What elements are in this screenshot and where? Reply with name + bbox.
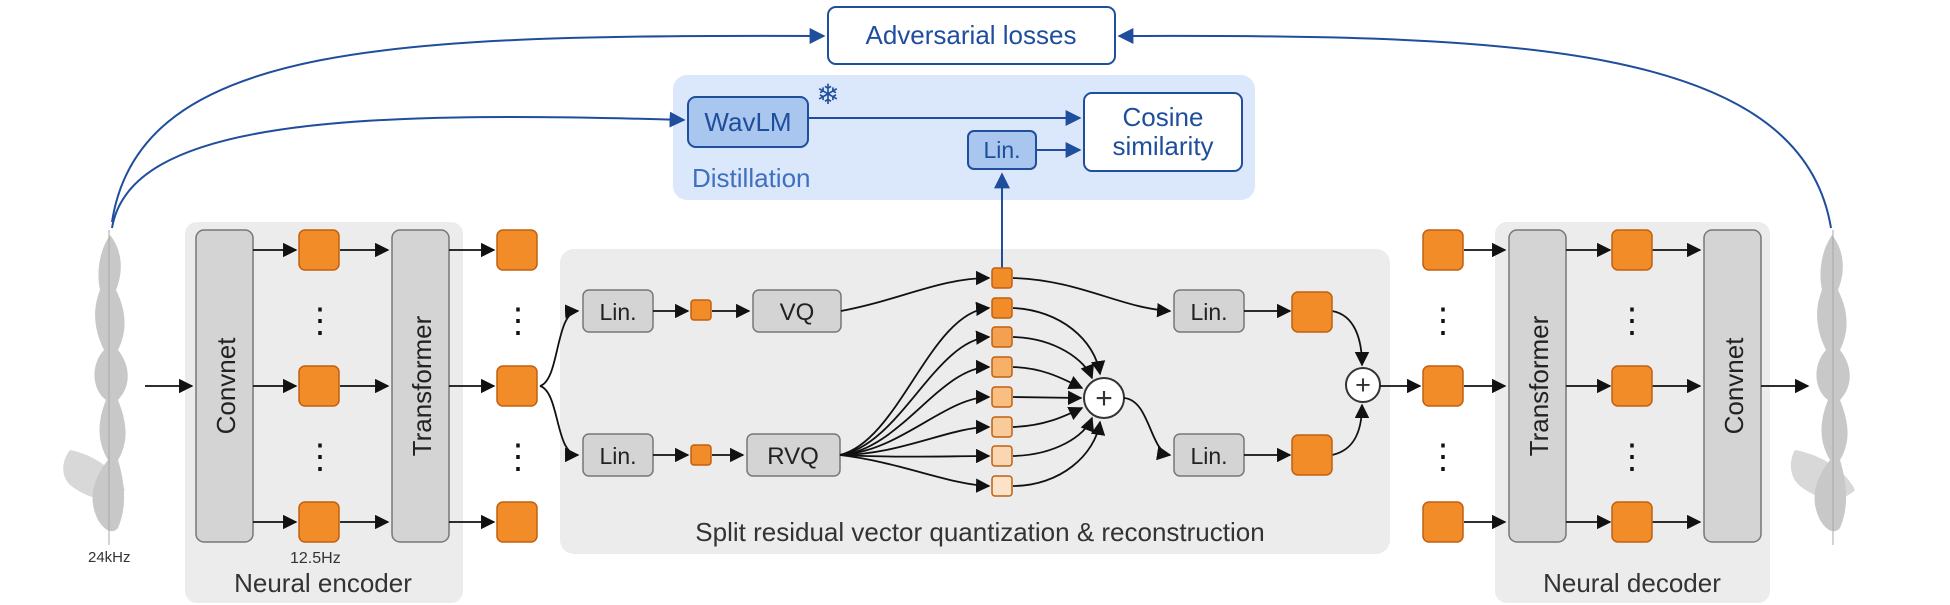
rvq-branch-linear-label: Lin. (599, 443, 636, 469)
encoder-mid-token (298, 365, 340, 407)
ellipsis-icon: ⋮ (1615, 302, 1649, 340)
encoder-mid-tokens (298, 229, 340, 543)
decoder-mid-token (1611, 365, 1653, 407)
quantizer-caption: Split residual vector quantization & rec… (695, 517, 1264, 547)
rvq-label: RVQ (767, 443, 819, 470)
encoder-mid-token (298, 229, 340, 271)
snowflake-icon: ❄ (816, 79, 839, 110)
output-waveform (1790, 230, 1855, 545)
decoder-in-tokens (1422, 229, 1464, 543)
input-sample-rate: 24kHz (88, 549, 131, 566)
sum-node-rvq-symbol: + (1095, 382, 1113, 415)
ellipsis-icon: ⋮ (1426, 302, 1460, 340)
ellipsis-marks: ⋮ ⋮ ⋮ ⋮ ⋮ ⋮ ⋮ ⋮ (303, 302, 1649, 476)
cosine-label-line2: similarity (1112, 131, 1213, 161)
ellipsis-icon: ⋮ (1426, 438, 1460, 476)
encoder-mid-token (298, 501, 340, 543)
semantic-codebook-token (991, 267, 1013, 289)
decoder-mid-tokens (1611, 229, 1653, 543)
ellipsis-icon: ⋮ (501, 438, 535, 476)
decoder-mid-token (1611, 501, 1653, 543)
decoder-in-token (1422, 365, 1464, 407)
neural-decoder-caption: Neural decoder (1543, 568, 1721, 598)
acoustic-codebook-token (991, 356, 1013, 378)
input-waveform (63, 230, 128, 545)
rvq-input-token (690, 444, 712, 466)
adversarial-losses-label: Adversarial losses (866, 20, 1077, 50)
ellipsis-icon: ⋮ (303, 438, 337, 476)
distill-linear-label: Lin. (983, 137, 1020, 163)
encoder-out-tokens (496, 229, 538, 543)
acoustic-codebook-token (991, 326, 1013, 348)
wavlm-label: WavLM (704, 107, 791, 137)
decoder-in-token (1422, 229, 1464, 271)
acoustic-recon-token (1291, 434, 1333, 476)
ellipsis-icon: ⋮ (1615, 438, 1649, 476)
decoder-in-token (1422, 501, 1464, 543)
distillation-label: Distillation (692, 163, 811, 193)
encoder-convnet-label: Convnet (211, 337, 241, 435)
semantic-out-linear-label: Lin. (1190, 299, 1227, 325)
encoder-out-token (496, 365, 538, 407)
decoder-convnet-label: Convnet (1719, 337, 1749, 435)
wavlm-box (687, 96, 809, 148)
codebook-tokens (991, 267, 1013, 497)
adversarial-losses-box (827, 6, 1116, 65)
blue-connectors (111, 27, 1832, 278)
encoder-out-token (496, 229, 538, 271)
vq-label: VQ (780, 299, 815, 326)
acoustic-codebook-token (991, 386, 1013, 408)
sum-node-final-symbol: + (1355, 370, 1371, 400)
decoder-transformer-label: Transformer (1524, 315, 1554, 456)
acoustic-codebook-token (991, 475, 1013, 497)
encoder-transformer-label: Transformer (407, 315, 437, 456)
acoustic-out-linear-label: Lin. (1190, 443, 1227, 469)
acoustic-codebook-token (991, 297, 1013, 319)
ellipsis-icon: ⋮ (303, 302, 337, 340)
ellipsis-icon: ⋮ (501, 302, 535, 340)
vq-input-token (690, 299, 712, 321)
neural-encoder-caption: Neural encoder (234, 568, 412, 598)
sum-node-final (1345, 367, 1381, 403)
flow-arrows (145, 242, 1810, 530)
cosine-label-line1: Cosine (1123, 102, 1204, 132)
semantic-recon-token (1291, 291, 1333, 333)
decoder-mid-token (1611, 229, 1653, 271)
quantizer-panel (560, 249, 1390, 554)
encoder-frame-rate: 12.5Hz (290, 550, 341, 567)
encoder-out-token (496, 501, 538, 543)
acoustic-codebook-token (991, 445, 1013, 467)
cosine-similarity-box (1083, 92, 1243, 172)
vq-branch-linear-label: Lin. (599, 299, 636, 325)
acoustic-codebook-token (991, 416, 1013, 438)
